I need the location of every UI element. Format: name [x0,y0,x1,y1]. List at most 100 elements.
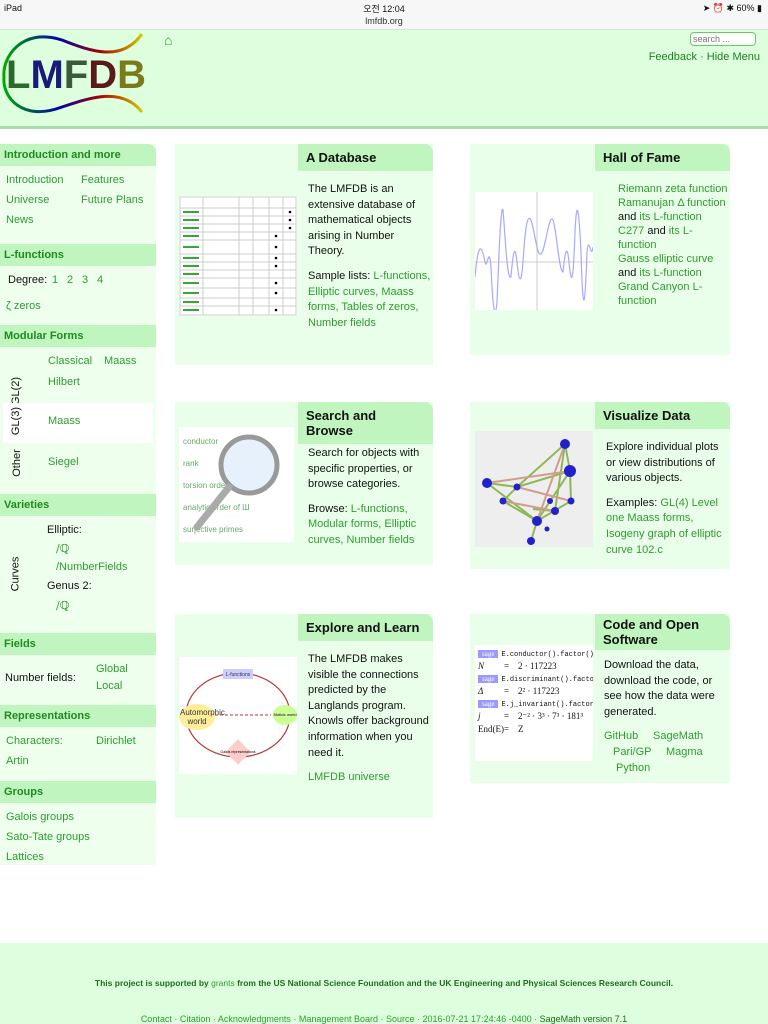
card-database: A Database The LMFDB is an extensive dat… [175,144,433,365]
feedback-link[interactable]: Feedback [648,51,697,63]
img-label: L-functions [226,672,251,678]
sidebar-item-local[interactable]: Local [96,680,123,692]
link-number-fields[interactable]: Number fields [346,533,415,546]
link-github[interactable]: GitHub [604,730,639,743]
separator: · [700,51,704,63]
link-magma[interactable]: Magma [666,746,703,759]
link-number-fields[interactable]: Number fields [308,316,376,329]
grants-link[interactable]: grants [211,978,235,988]
address-bar[interactable]: lmfdb.org [365,16,403,26]
search-image[interactable]: conductor rank torsion order analytic or… [179,427,294,542]
home-icon[interactable]: ⌂ [164,32,173,48]
zeta-plot-image[interactable] [475,192,593,310]
card-hall-of-fame: Hall of Fame Riemann zeta function Raman… [470,144,730,355]
sidebar-item-sato-tate[interactable]: Sato-Tate groups [6,831,90,843]
card-title: Hall of Fame [595,144,730,171]
contact-link[interactable]: Contact [140,1014,172,1024]
degree-3[interactable]: 3 [82,274,89,286]
link-gauss-elliptic-curve[interactable]: Gauss elliptic curve [618,253,714,265]
degree-1[interactable]: 1 [52,274,59,286]
link-ramanujan-delta[interactable]: Ramanujan Δ function [618,197,726,209]
battery: ➤ ⏰ ✱ 60% ▮ [702,3,762,13]
code-cmd: E.discriminant().factor [501,676,593,684]
section-modular-forms: Modular Forms [0,325,156,347]
link-maass-forms[interactable]: Maass forms, [308,285,414,314]
link-lmfdb-universe[interactable]: LMFDB universe [308,771,390,784]
sidebar-item-news[interactable]: News [6,214,34,226]
acknowledgments-link[interactable]: Acknowledgments [217,1014,291,1024]
degree-4[interactable]: 4 [97,274,104,286]
link-l-functions[interactable]: L-functions, [373,269,431,282]
link-python[interactable]: Python [616,762,651,775]
elliptic-q-link[interactable]: /ℚ [56,542,70,555]
sidebar-item-future-plans[interactable]: Future Plans [81,194,144,206]
hide-menu-link[interactable]: Hide Menu [706,51,760,63]
link-parigp[interactable]: Pari/GP [613,746,652,759]
sidebar-item-global[interactable]: Global [96,663,128,675]
sage-badge: sage [478,650,499,658]
clock: 오전 12:04 [363,4,405,14]
sidebar-item-galois-groups[interactable]: Galois groups [6,811,74,823]
lmfdb-logo[interactable]: LMFDB [2,32,162,118]
genus2-q-link[interactable]: /ℚ [56,599,70,612]
management-board-link[interactable]: Management Board [298,1014,378,1024]
math-rhs: 2 · 117223 [518,661,557,671]
link-l-functions[interactable]: L-functions, [350,502,408,515]
card-description: The LMFDB makes visible the connections … [308,653,429,759]
characters-label[interactable]: Characters: [6,735,63,747]
link-gl4-maass-forms[interactable]: GL(4) Level one Maass forms, [606,496,718,525]
search-input[interactable] [690,32,756,46]
sidebar-item-artin[interactable]: Artin [6,755,29,767]
sidebar-item-features[interactable]: Features [81,174,125,186]
sagemath-version: SageMath version 7.1 [539,1014,628,1024]
img-label: conductor [183,437,219,446]
sidebar-item-lattices[interactable]: Lattices [6,851,44,863]
sidebar-item-hilbert[interactable]: Hilbert [48,376,80,388]
sidebar-item-introduction[interactable]: Introduction [6,174,64,186]
link-sagemath[interactable]: SageMath [653,730,704,743]
card-visualize-data: Visualize Data Explore individual plots … [470,402,730,569]
sidebar-item-universe[interactable]: Universe [6,194,50,206]
link-riemann-zeta[interactable]: Riemann zeta function [618,183,728,195]
link-ramanujan-lfunction[interactable]: its L-function [639,211,702,223]
link-modular-forms[interactable]: Modular forms, [308,518,382,531]
version-date-link[interactable]: 2016-07-21 17:24:46 -0400 [422,1014,532,1024]
sidebar-item-classical[interactable]: Classical [48,355,93,367]
link-c277-lfunction[interactable]: its L-function [618,225,693,251]
section-representations: Representations [0,705,156,727]
database-table-image[interactable] [179,196,297,316]
and-text: and [618,267,637,279]
zeta-zeros-link[interactable]: ζ zeros [6,300,41,312]
elliptic-label: Elliptic: [47,524,82,536]
link-gauss-lfunction[interactable]: its L-function [639,267,702,279]
sidebar-item-gl3-maass[interactable]: Maass [48,415,81,427]
langlands-diagram-image[interactable]: L-functions Motivic world Galois represe… [179,657,297,774]
device-label: iPad [4,3,23,13]
link-c277[interactable]: C277 [618,225,645,237]
link-isogeny-graph[interactable]: Isogeny graph of elliptic curve 102.c [606,527,722,556]
source-link[interactable]: Source [385,1014,415,1024]
svg-text:LMFDB: LMFDB [6,53,146,97]
sidebar-item-maass[interactable]: Maass [104,355,137,367]
isogeny-graph-image[interactable] [475,431,593,547]
degree-label: Degree: [8,274,48,286]
ios-status-bar: iPad 오전 12:04 lmfdb.org ➤ ⏰ ✱ 60% ▮ [0,0,768,30]
sidebar-item-dirichlet[interactable]: Dirichlet [96,735,136,747]
link-elliptic-curves[interactable]: Elliptic curves, [308,518,417,546]
img-label: Motivic world [273,712,296,717]
elliptic-numberfields-link[interactable]: /NumberFields [56,561,128,573]
degree-2[interactable]: 2 [67,274,74,286]
sample-lists-label: Sample lists: [308,269,374,282]
sage-badge: sage [478,700,499,708]
card-body: Riemann zeta function Ramanujan Δ functi… [618,182,730,308]
citation-link[interactable]: Citation [179,1014,211,1024]
link-elliptic-curves[interactable]: Elliptic curves, [308,285,379,298]
link-tables-of-zeros[interactable]: Tables of zeros, [341,301,419,314]
sidebar-item-siegel[interactable]: Siegel [48,456,79,468]
card-explore-learn: Explore and Learn L-functions Motivic wo… [175,614,433,818]
langlands-diagram-graphic: L-functions Motivic world Galois represe… [179,669,297,765]
img-label: Galois representations [220,750,255,754]
link-grand-canyon[interactable]: Grand Canyon L-function [618,281,703,307]
